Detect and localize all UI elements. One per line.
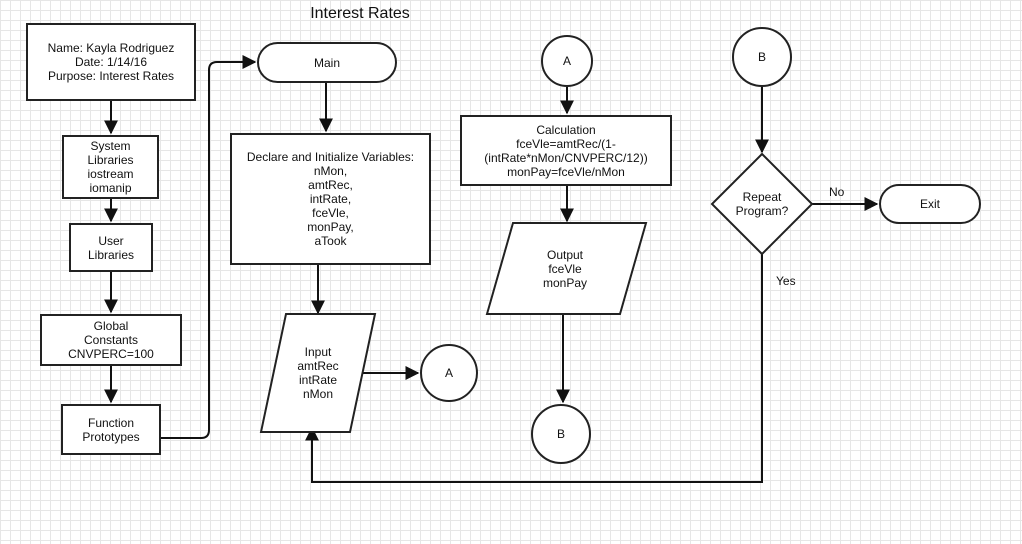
node-text-line: amtRec, — [308, 178, 353, 192]
connector-a-in: A — [541, 35, 593, 87]
node-text-line: intRate — [298, 373, 338, 387]
node-text-line: Repeat — [742, 190, 782, 204]
node-text-line: Output — [546, 247, 584, 262]
node-text-line: iomanip — [89, 181, 132, 195]
diagram-title: Interest Rates — [310, 5, 410, 22]
node-text-line: Declare and Initialize Variables: — [246, 150, 415, 164]
connector-b-in: B — [732, 27, 792, 87]
connector-a-out: A — [420, 344, 478, 402]
main-terminal: Main — [257, 42, 397, 83]
node-text-line: iostream — [87, 167, 134, 181]
declare-variables-box: Declare and Initialize Variables:nMon,am… — [230, 133, 431, 265]
edge-protos-to-main — [161, 55, 257, 439]
node-text-line: fceVle, — [312, 206, 349, 220]
node-text-line: Main — [313, 55, 340, 70]
node-text-line: System — [90, 139, 131, 153]
node-text-line: nMon — [302, 387, 334, 401]
node-text-line: Libraries — [87, 153, 134, 167]
connector-b-out: B — [531, 404, 591, 464]
edge-label-yes: Yes — [776, 274, 796, 288]
edge-label-no: No — [829, 185, 845, 199]
node-text-line: CNVPERC=100 — [68, 347, 154, 361]
node-text-line: B — [757, 50, 766, 64]
node-text-line: Calculation — [536, 122, 596, 137]
node-text-line: monPay, — [307, 220, 354, 234]
node-text-line: intRate, — [309, 192, 352, 206]
node-text-line: Function — [87, 415, 135, 430]
input-parallelogram-shape — [259, 313, 377, 433]
node-text-line: Prototypes — [82, 429, 140, 444]
node-text-line: A — [444, 366, 453, 380]
node-text-line: Exit — [919, 197, 940, 211]
exit-terminal: Exit — [879, 184, 981, 224]
node-text-line: User — [98, 233, 124, 248]
output-parallelogram-shape — [485, 222, 648, 315]
node-text-line: Date: 1/14/16 — [74, 55, 148, 69]
node-text-line: fceVle=amtRec/(1- — [516, 136, 616, 151]
node-text-line: monPay=fceVle/nMon — [507, 164, 625, 179]
node-text-line: Constants — [83, 333, 139, 347]
node-text-line: Input — [304, 345, 332, 359]
node-text-line: B — [556, 427, 565, 441]
node-text-line: nMon, — [313, 164, 348, 178]
node-text-line: monPay — [542, 275, 588, 290]
node-text-line: fceVle — [548, 261, 582, 276]
node-text-line: Libraries — [87, 247, 135, 262]
node-text-line: Global — [93, 319, 129, 333]
node-text-line: Name: Kayla Rodriguez — [47, 41, 175, 55]
edge-decision-yes-loop-to-input — [305, 254, 763, 483]
node-text-line: Purpose: Interest Rates — [47, 69, 175, 83]
decision-diamond-shape — [710, 152, 814, 256]
node-text-line: aTook — [314, 234, 347, 248]
node-text-line: (intRate*nMon/CNVPERC/12)) — [484, 150, 648, 165]
node-text-line: Program? — [735, 204, 789, 218]
node-text-line: amtRec — [297, 359, 339, 373]
node-text-line: A — [562, 54, 571, 68]
